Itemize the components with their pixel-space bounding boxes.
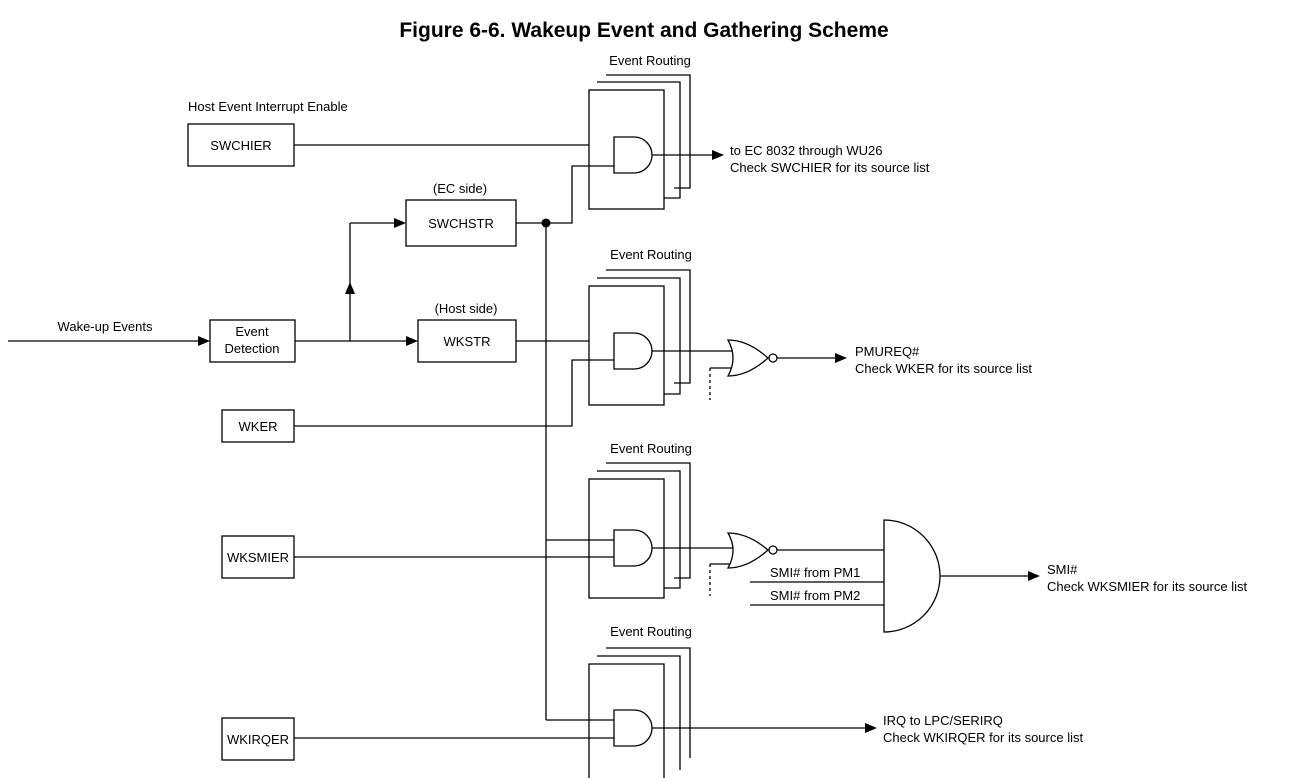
- and-gate-2: [613, 332, 653, 370]
- wker-to-gate2-wire: [294, 359, 614, 427]
- ec-side-label: (EC side): [433, 181, 487, 196]
- wkstr-label: WKSTR: [444, 334, 491, 349]
- event-detection-line1: Event: [235, 324, 269, 339]
- wkirqer-label: WKIRQER: [227, 732, 289, 747]
- smi-output-arrow: [1028, 571, 1040, 581]
- and-gate-3: [613, 529, 653, 567]
- nor-gate-1-bubble: [768, 353, 778, 363]
- irq-output-arrow: [865, 723, 877, 733]
- event-detection-box: [209, 319, 296, 363]
- wker-label: WKER: [239, 419, 278, 434]
- swchier-box: [187, 123, 295, 167]
- ec-output-line2: Check SWCHIER for its source list: [730, 160, 930, 175]
- event-routing-label-2: Event Routing: [610, 247, 692, 262]
- swchstr-label: SWCHSTR: [428, 216, 494, 231]
- smi-line1: SMI#: [1047, 562, 1078, 577]
- wakeup-events-arrow: [198, 336, 210, 346]
- event-routing-label-1: Event Routing: [609, 53, 691, 68]
- host-side-label: (Host side): [435, 301, 498, 316]
- branch-up-arrow: [345, 282, 355, 294]
- wksmier-label: WKSMIER: [227, 550, 289, 565]
- wker-box: [221, 409, 295, 443]
- smi-from-pm1-label: SMI# from PM1: [770, 565, 860, 580]
- smi-and-gate: [883, 519, 941, 633]
- nor-gate-2: [726, 532, 769, 569]
- smi-line2: Check WKSMIER for its source list: [1047, 579, 1247, 594]
- irq-line1: IRQ to LPC/SERIRQ: [883, 713, 1003, 728]
- and-gate-1: [613, 136, 653, 174]
- wkstr-input-arrow: [406, 336, 418, 346]
- ec-output-arrow: [712, 150, 724, 160]
- smi-from-pm2-label: SMI# from PM2: [770, 588, 860, 603]
- wakeup-events-label: Wake-up Events: [58, 319, 153, 334]
- event-routing-label-3: Event Routing: [610, 441, 692, 456]
- ec-output-line1: to EC 8032 through WU26: [730, 143, 882, 158]
- swchier-label: SWCHIER: [210, 138, 271, 153]
- event-detection-line2: Detection: [225, 341, 280, 356]
- event-routing-block-4: [588, 647, 691, 778]
- wkirqer-box: [221, 717, 295, 761]
- pmureq-output-arrow: [835, 353, 847, 363]
- irq-line2: Check WKIRQER for its source list: [883, 730, 1083, 745]
- nor-gate-1: [726, 339, 769, 377]
- host-event-interrupt-enable-label: Host Event Interrupt Enable: [188, 99, 348, 114]
- pmureq-line2: Check WKER for its source list: [855, 361, 1032, 376]
- nor-gate-2-bubble: [768, 545, 778, 555]
- swchstr-input-arrow: [394, 218, 406, 228]
- and-gate-4: [613, 709, 653, 747]
- event-routing-label-4: Event Routing: [610, 624, 692, 639]
- figure-title: Figure 6-6. Wakeup Event and Gathering S…: [399, 19, 888, 42]
- wksmier-box: [221, 535, 295, 579]
- pmureq-line1: PMUREQ#: [855, 344, 920, 359]
- swchstr-to-gate1-wire: [546, 165, 614, 224]
